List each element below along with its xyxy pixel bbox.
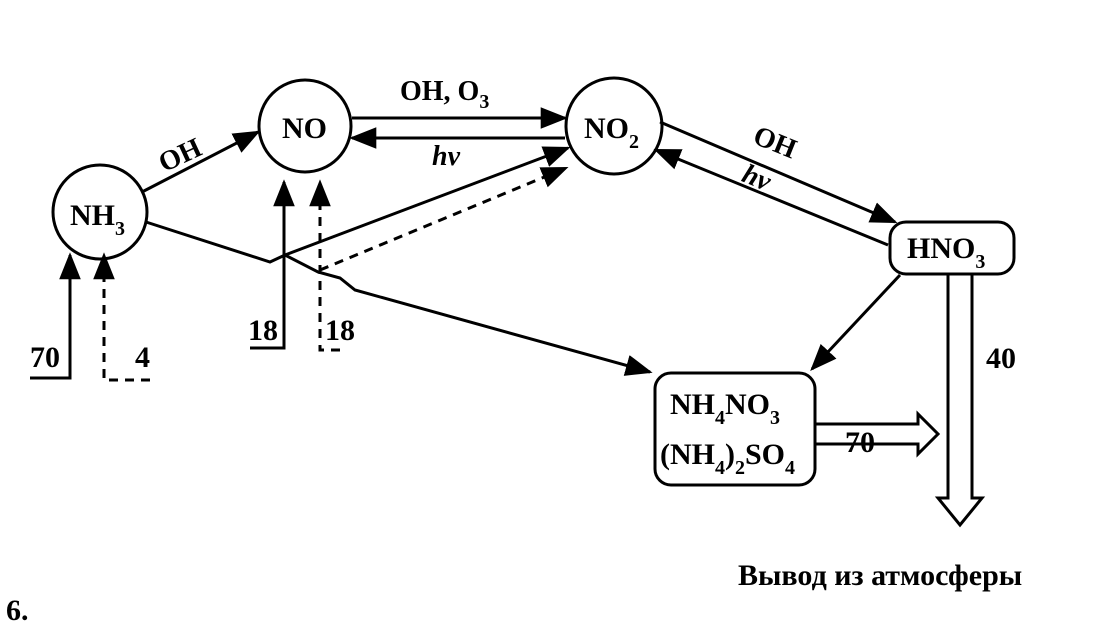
svg-text:NO: NO xyxy=(282,112,327,145)
output-hno3-removal-arrow: 40 xyxy=(934,272,1016,528)
edge-nh3-to-salts xyxy=(145,220,653,376)
edge-no-to-no2: OH, O3 xyxy=(352,76,568,129)
svg-text:18: 18 xyxy=(325,314,355,347)
node-ammonium-salts: NH4NO3 (NH4)2SO4 xyxy=(653,371,817,487)
svg-text:18: 18 xyxy=(248,314,278,347)
svg-text:NH3: NH3 xyxy=(70,199,125,240)
output-salts-removal-arrow: 70 xyxy=(815,410,941,459)
svg-text:OH: OH xyxy=(154,132,207,179)
salt-ammonium-sulfate: (NH4)2SO4 xyxy=(660,438,795,479)
edge-source-to-no2-solid xyxy=(284,146,571,257)
svg-text:hν: hν xyxy=(432,141,461,172)
svg-text:NO2: NO2 xyxy=(584,112,639,153)
svg-text:70: 70 xyxy=(30,341,60,374)
input-nh3-solid: 70 xyxy=(30,252,81,380)
node-no2: NO2 xyxy=(564,76,664,176)
edge-source-to-no2-dashed xyxy=(319,166,569,272)
edge-nh3-to-no: OH xyxy=(141,130,261,194)
input-nh3-dashed: 4 xyxy=(93,252,150,382)
salt-ammonium-nitrate: NH4NO3 xyxy=(670,388,780,429)
input-no-dashed: 18 xyxy=(309,179,355,352)
edge-no2-to-no: hν xyxy=(349,127,565,172)
svg-text:OH, O3: OH, O3 xyxy=(400,76,489,113)
edge-no2-to-hno3: OH xyxy=(659,120,898,224)
node-nh3: NH3 xyxy=(51,163,149,261)
svg-text:4: 4 xyxy=(135,341,150,374)
svg-text:hν: hν xyxy=(738,158,776,197)
edge-hno3-to-no2: hν xyxy=(653,148,889,247)
edge-hno3-to-salts xyxy=(810,273,902,371)
input-no-solid: 18 xyxy=(248,179,295,350)
svg-text:HNO3: HNO3 xyxy=(907,232,985,273)
figure-number: 6. xyxy=(6,594,29,626)
removal-caption: Вывод из атмосферы xyxy=(738,559,1022,592)
svg-text:70: 70 xyxy=(845,426,875,459)
svg-text:40: 40 xyxy=(986,342,1016,375)
node-hno3: HNO3 xyxy=(888,220,1016,276)
node-no: NO xyxy=(257,78,353,174)
svg-text:OH: OH xyxy=(749,120,801,165)
